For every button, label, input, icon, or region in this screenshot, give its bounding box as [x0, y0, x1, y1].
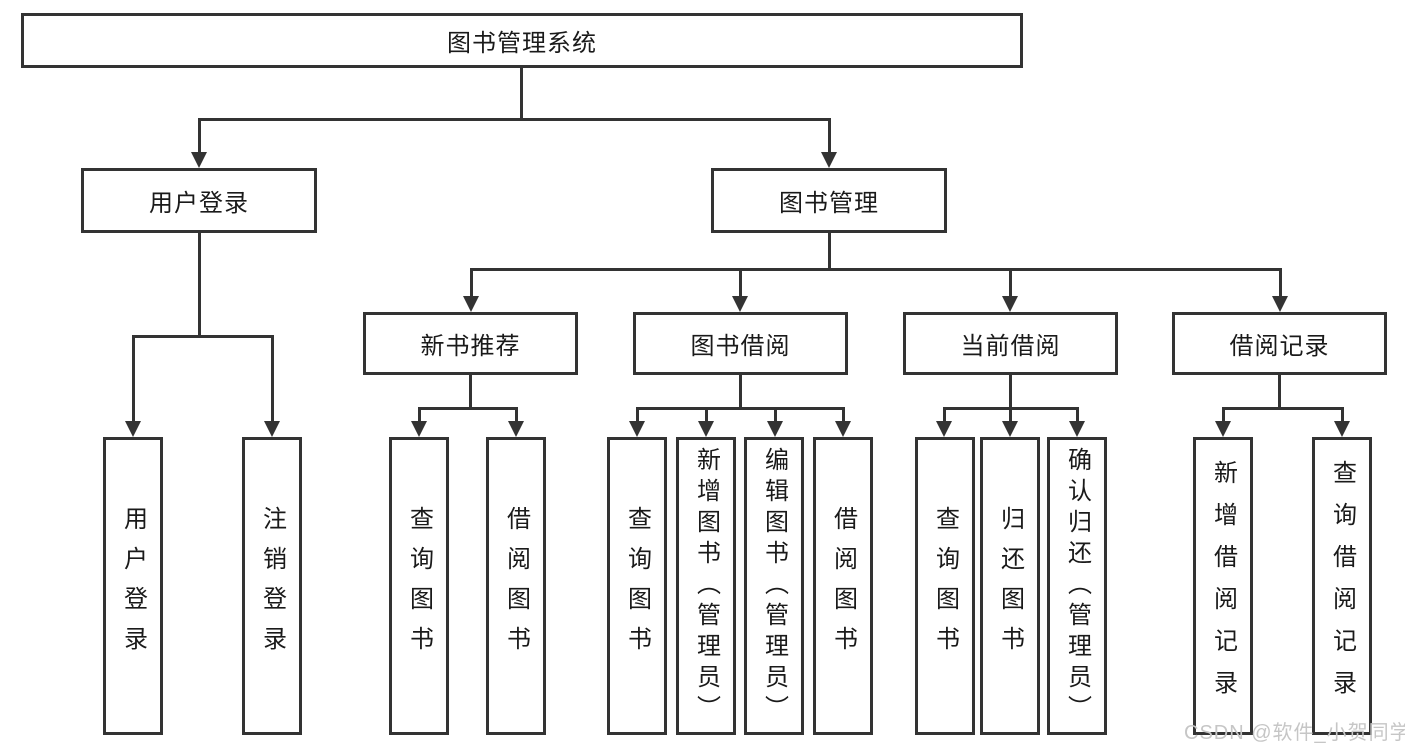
node-book-management: 图书管理 — [711, 168, 947, 233]
arrow-down-icon — [1215, 421, 1231, 437]
connector-line — [132, 335, 135, 422]
leaf-edit-book-admin: 编辑图书（管理员） — [744, 437, 804, 735]
connector-line — [1009, 268, 1012, 296]
leaf-label: 查询图书 — [623, 506, 651, 666]
leaf-label: 查询借阅记录 — [1328, 460, 1356, 712]
connector-line — [418, 407, 421, 422]
arrow-down-icon — [264, 421, 280, 437]
arrow-down-icon — [767, 421, 783, 437]
node-user-login: 用户登录 — [81, 168, 317, 233]
leaf-label: 借阅图书 — [829, 506, 857, 666]
node-new-book-recommendation: 新书推荐 — [363, 312, 578, 375]
node-current-borrowing: 当前借阅 — [903, 312, 1118, 375]
leaf-user-login: 用户登录 — [103, 437, 163, 735]
connector-line — [1009, 407, 1012, 422]
connector-line — [739, 375, 742, 407]
arrow-down-icon — [125, 421, 141, 437]
arrow-down-icon — [936, 421, 952, 437]
connector-line — [739, 268, 742, 296]
connector-line — [1222, 407, 1225, 422]
arrow-down-icon — [1069, 421, 1085, 437]
leaf-label: 借阅图书 — [502, 506, 530, 666]
arrow-down-icon — [732, 296, 748, 312]
leaf-label: 新增借阅记录 — [1209, 460, 1237, 712]
node-label: 用户登录 — [149, 190, 249, 217]
node-label: 当前借阅 — [960, 333, 1061, 360]
node-label: 图书管理系统 — [447, 30, 597, 57]
arrow-down-icon — [1002, 296, 1018, 312]
arrow-down-icon — [508, 421, 524, 437]
connector-line — [520, 68, 523, 118]
arrow-down-icon — [191, 152, 207, 168]
arrow-down-icon — [821, 152, 837, 168]
arrow-down-icon — [463, 296, 479, 312]
connector-line — [636, 407, 639, 422]
leaf-label: 查询图书 — [405, 506, 433, 666]
arrow-down-icon — [835, 421, 851, 437]
leaf-logout: 注销登录 — [242, 437, 302, 735]
arrow-down-icon — [1002, 421, 1018, 437]
connector-line — [1341, 407, 1344, 422]
leaf-label: 用户登录 — [119, 506, 147, 666]
connector-line — [198, 233, 201, 335]
connector-line — [1009, 375, 1012, 407]
leaf-query-books: 查询图书 — [607, 437, 667, 735]
connector-line — [842, 407, 845, 422]
connector-line — [1222, 407, 1344, 410]
node-borrowing-records: 借阅记录 — [1172, 312, 1387, 375]
leaf-borrow-books: 借阅图书 — [486, 437, 546, 735]
leaf-label: 归还图书 — [996, 506, 1024, 666]
connector-line — [1279, 268, 1282, 296]
leaf-label: 注销登录 — [258, 506, 286, 666]
connector-line — [198, 118, 831, 121]
leaf-label: 新增图书（管理员） — [692, 446, 720, 726]
node-book-borrowing: 图书借阅 — [633, 312, 848, 375]
node-library-management-system: 图书管理系统 — [21, 13, 1023, 68]
connector-line — [1076, 407, 1079, 422]
connector-line — [418, 407, 518, 410]
leaf-confirm-return-admin: 确认归还（管理员） — [1047, 437, 1107, 735]
leaf-label: 确认归还（管理员） — [1063, 446, 1091, 726]
arrow-down-icon — [1272, 296, 1288, 312]
connector-line — [515, 407, 518, 422]
connector-line — [636, 407, 845, 410]
connector-line — [943, 407, 946, 422]
connector-line — [132, 335, 274, 338]
connector-line — [828, 118, 831, 153]
leaf-query-borrow-record: 查询借阅记录 — [1312, 437, 1372, 735]
arrow-down-icon — [411, 421, 427, 437]
connector-line — [470, 268, 1282, 271]
node-label: 图书管理 — [779, 190, 879, 217]
node-label: 图书借阅 — [690, 333, 791, 360]
connector-line — [470, 268, 473, 296]
connector-line — [469, 375, 472, 407]
node-label: 借阅记录 — [1229, 333, 1330, 360]
leaf-borrow-books: 借阅图书 — [813, 437, 873, 735]
leaf-add-borrow-record: 新增借阅记录 — [1193, 437, 1253, 735]
leaf-label: 查询图书 — [931, 506, 959, 666]
connector-line — [828, 233, 831, 268]
node-label: 新书推荐 — [420, 333, 521, 360]
connector-line — [774, 407, 777, 422]
connector-line — [705, 407, 708, 422]
connector-line — [271, 335, 274, 422]
leaf-add-book-admin: 新增图书（管理员） — [676, 437, 736, 735]
arrow-down-icon — [1334, 421, 1350, 437]
leaf-label: 编辑图书（管理员） — [760, 446, 788, 726]
leaf-return-books: 归还图书 — [980, 437, 1040, 735]
arrow-down-icon — [629, 421, 645, 437]
arrow-down-icon — [698, 421, 714, 437]
connector-line — [1278, 375, 1281, 407]
leaf-query-books: 查询图书 — [389, 437, 449, 735]
csdn-watermark: CSDN @软件_小贺同学 — [1184, 722, 1405, 744]
connector-line — [198, 118, 201, 153]
leaf-query-books: 查询图书 — [915, 437, 975, 735]
